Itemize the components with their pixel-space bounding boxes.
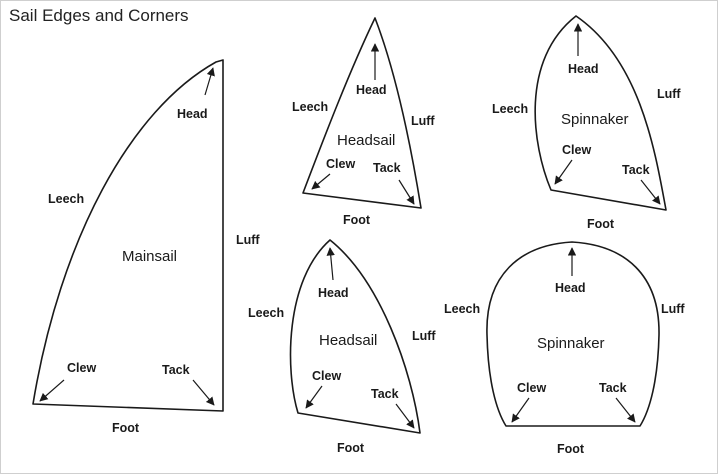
diagram-title: Sail Edges and Corners — [9, 6, 189, 25]
mainsail-clew-arrow — [39, 379, 65, 402]
headsail-bottom-head-label: Head — [318, 286, 349, 300]
mainsail-leech-label: Leech — [48, 192, 84, 206]
headsail-top-outline — [302, 17, 422, 209]
spinnaker-top-clew-label: Clew — [562, 143, 591, 157]
spinnaker-bottom-outline — [486, 241, 660, 427]
headsail-bottom-luff-label: Luff — [412, 329, 436, 343]
headsail-bottom-outline — [289, 239, 421, 434]
mainsail-clew-label: Clew — [67, 361, 96, 375]
spinnaker-top: Head Leech Luff Spinnaker Clew Tack Foot — [492, 15, 681, 231]
spinnaker-top-name: Spinnaker — [561, 111, 629, 128]
spinnaker-top-luff-label: Luff — [657, 87, 681, 101]
headsail-bottom: Head Leech Luff Headsail Clew Tack Foot — [248, 239, 436, 455]
spinnaker-bottom-foot-label: Foot — [557, 442, 585, 456]
mainsail-tack-arrow — [192, 379, 215, 406]
headsail-bottom-foot-label: Foot — [337, 441, 365, 455]
headsail-top-name: Headsail — [337, 132, 395, 149]
headsail-top-foot-label: Foot — [343, 213, 371, 227]
spinnaker-bottom-head-label: Head — [555, 281, 586, 295]
spinnaker-bottom-name: Spinnaker — [537, 335, 605, 352]
mainsail-outline — [32, 59, 224, 412]
spinnaker-top-foot-label: Foot — [587, 217, 615, 231]
mainsail-name: Mainsail — [122, 248, 177, 265]
spinnaker-bottom-tack-label: Tack — [599, 381, 627, 395]
mainsail-foot-label: Foot — [112, 421, 140, 435]
headsail-top-tack-arrow — [398, 179, 415, 205]
mainsail-tack-label: Tack — [162, 363, 190, 377]
headsail-bottom-clew-label: Clew — [312, 369, 341, 383]
spinnaker-bottom-clew-label: Clew — [517, 381, 546, 395]
headsail-bottom-leech-label: Leech — [248, 306, 284, 320]
headsail-top-head-label: Head — [356, 83, 387, 97]
spinnaker-top-leech-label: Leech — [492, 102, 528, 116]
headsail-bottom-head-arrow — [326, 247, 335, 281]
mainsail-head-label: Head — [177, 107, 208, 121]
spinnaker-top-clew-arrow — [554, 159, 573, 185]
headsail-top-tack-label: Tack — [373, 161, 401, 175]
headsail-top: Head Leech Luff Headsail Clew Tack Foot — [292, 17, 435, 227]
headsail-bottom-clew-arrow — [305, 385, 323, 409]
headsail-top-luff-label: Luff — [411, 114, 435, 128]
spinnaker-bottom: Head Leech Luff Spinnaker Clew Tack Foot — [444, 241, 685, 456]
spinnaker-top-tack-arrow — [640, 179, 661, 205]
spinnaker-top-tack-label: Tack — [622, 163, 650, 177]
mainsail-luff-label: Luff — [236, 233, 260, 247]
spinnaker-top-outline — [534, 15, 667, 211]
spinnaker-bottom-clew-arrow — [511, 397, 530, 423]
headsail-bottom-name: Headsail — [319, 332, 377, 349]
spinnaker-bottom-leech-label: Leech — [444, 302, 480, 316]
headsail-bottom-tack-label: Tack — [371, 387, 399, 401]
headsail-top-leech-label: Leech — [292, 100, 328, 114]
spinnaker-bottom-luff-label: Luff — [661, 302, 685, 316]
spinnaker-top-head-label: Head — [568, 62, 599, 76]
mainsail-head-arrow — [204, 67, 215, 96]
headsail-bottom-tack-arrow — [395, 403, 415, 429]
headsail-top-clew-arrow — [311, 173, 331, 190]
spinnaker-bottom-tack-arrow — [615, 397, 636, 423]
headsail-top-clew-label: Clew — [326, 157, 355, 171]
mainsail: Head Leech Luff Mainsail Clew Tack Foot — [32, 59, 260, 435]
